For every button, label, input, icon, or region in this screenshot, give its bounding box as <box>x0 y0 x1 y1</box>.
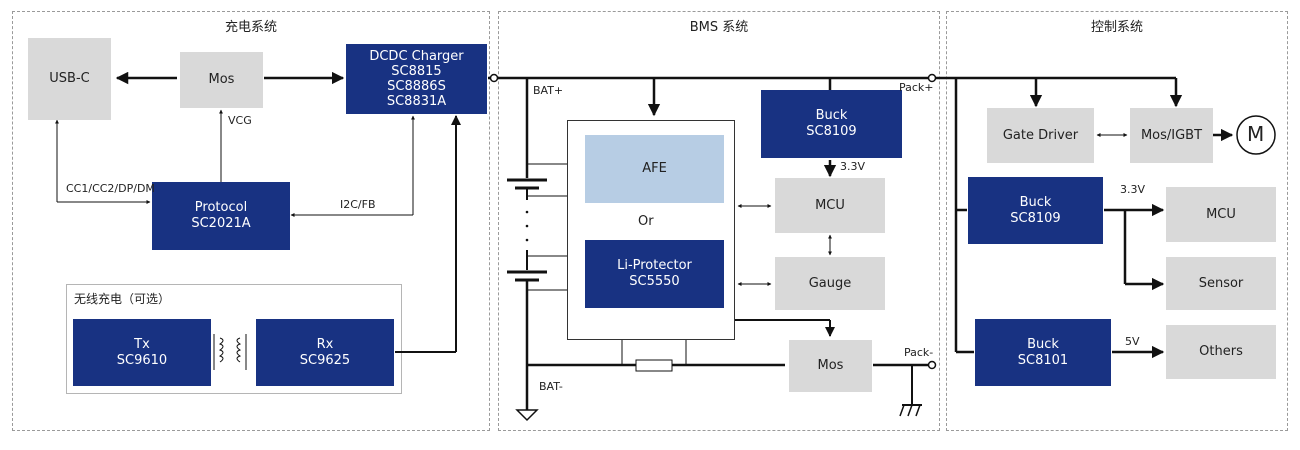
vcg-label: VCG <box>228 114 252 127</box>
control-buck2-part: SC8101 <box>1017 352 1069 368</box>
li-protector-part: SC5550 <box>629 274 680 289</box>
bat-minus-label: BAT- <box>539 380 563 393</box>
charging-mos: Mos <box>180 52 263 108</box>
bat-plus-label: BAT+ <box>533 84 564 97</box>
bms-system-section: BMS 系统 <box>498 11 940 431</box>
dcdc-part-sc8831a: SC8831A <box>386 94 447 109</box>
others-label: Others <box>1199 344 1243 359</box>
cc-lines-label: CC1/CC2/DP/DM <box>66 182 155 195</box>
control-system-section: 控制系统 <box>946 11 1288 431</box>
pack-plus-label: Pack+ <box>899 81 934 94</box>
sensor: Sensor <box>1166 257 1276 310</box>
mos-igbt: Mos/IGBT <box>1130 108 1213 163</box>
bms-mos-label: Mos <box>817 358 844 373</box>
dcdc-part-sc8886s: SC8886S <box>387 79 446 94</box>
afe-label: AFE <box>642 161 667 176</box>
rx-part: SC9625 <box>299 352 351 368</box>
control-mcu-label: MCU <box>1206 206 1236 222</box>
control-3v3-label: 3.3V <box>1120 183 1146 196</box>
protocol-part: SC2021A <box>191 216 251 231</box>
dcdc-charger-title: DCDC Charger <box>369 49 464 64</box>
usb-c-port: USB-C <box>28 38 111 120</box>
rx-title: Rx <box>316 336 334 352</box>
wireless-charging-title: 无线充电（可选） <box>74 292 171 306</box>
control-buck-sc8109: Buck SC8109 <box>968 177 1103 244</box>
sensor-label: Sensor <box>1198 275 1244 291</box>
control-mcu: MCU <box>1166 187 1276 242</box>
others: Others <box>1166 325 1276 379</box>
protocol-title: Protocol <box>194 200 248 215</box>
wireless-rx: Rx SC9625 <box>256 319 394 386</box>
wireless-charging-frame <box>66 284 402 394</box>
gate-driver: Gate Driver <box>987 108 1094 163</box>
dcdc-part-sc8815: SC8815 <box>391 64 442 79</box>
charging-system-title: 充电系统 <box>224 20 277 35</box>
control-buck1-title: Buck <box>1019 194 1052 210</box>
tx-part: SC9610 <box>116 352 168 368</box>
bms-buck: Buck SC8109 <box>761 90 902 158</box>
bms-system-title: BMS 系统 <box>689 20 749 35</box>
bms-buck-part: SC8109 <box>806 124 857 139</box>
motor-label: M <box>1247 122 1265 146</box>
gate-driver-label: Gate Driver <box>1002 127 1079 143</box>
control-5v-label: 5V <box>1125 335 1140 348</box>
tx-title: Tx <box>134 336 150 352</box>
i2c-fb-label: I2C/FB <box>340 198 376 211</box>
or-label: Or <box>638 214 654 229</box>
usb-c-label: USB-C <box>49 71 90 86</box>
charging-system-section: 充电系统 <box>12 11 490 431</box>
pack-minus-label: Pack- <box>904 346 934 359</box>
control-system-title: 控制系统 <box>1090 20 1143 35</box>
charging-mos-label: Mos <box>208 72 235 87</box>
control-buck-sc8101: Buck SC8101 <box>975 319 1111 386</box>
gauge: Gauge <box>775 257 885 310</box>
mos-igbt-label: Mos/IGBT <box>1140 127 1203 143</box>
gauge-label: Gauge <box>808 275 852 291</box>
afe-block: AFE <box>585 135 724 203</box>
wireless-tx: Tx SC9610 <box>73 319 211 386</box>
li-protector: Li-Protector SC5550 <box>585 240 724 308</box>
bms-3v3-label: 3.3V <box>840 160 866 173</box>
control-buck1-part: SC8109 <box>1010 210 1061 226</box>
dcdc-charger: DCDC Charger SC8815 SC8886S SC8831A <box>346 44 487 114</box>
bms-mcu: MCU <box>775 178 885 233</box>
control-buck2-title: Buck <box>1027 336 1059 352</box>
bms-mcu-label: MCU <box>815 197 845 213</box>
protocol-chip: Protocol SC2021A <box>152 182 290 250</box>
bms-buck-title: Buck <box>815 108 848 123</box>
bms-mos: Mos <box>789 340 872 392</box>
li-protector-title: Li-Protector <box>617 258 692 273</box>
